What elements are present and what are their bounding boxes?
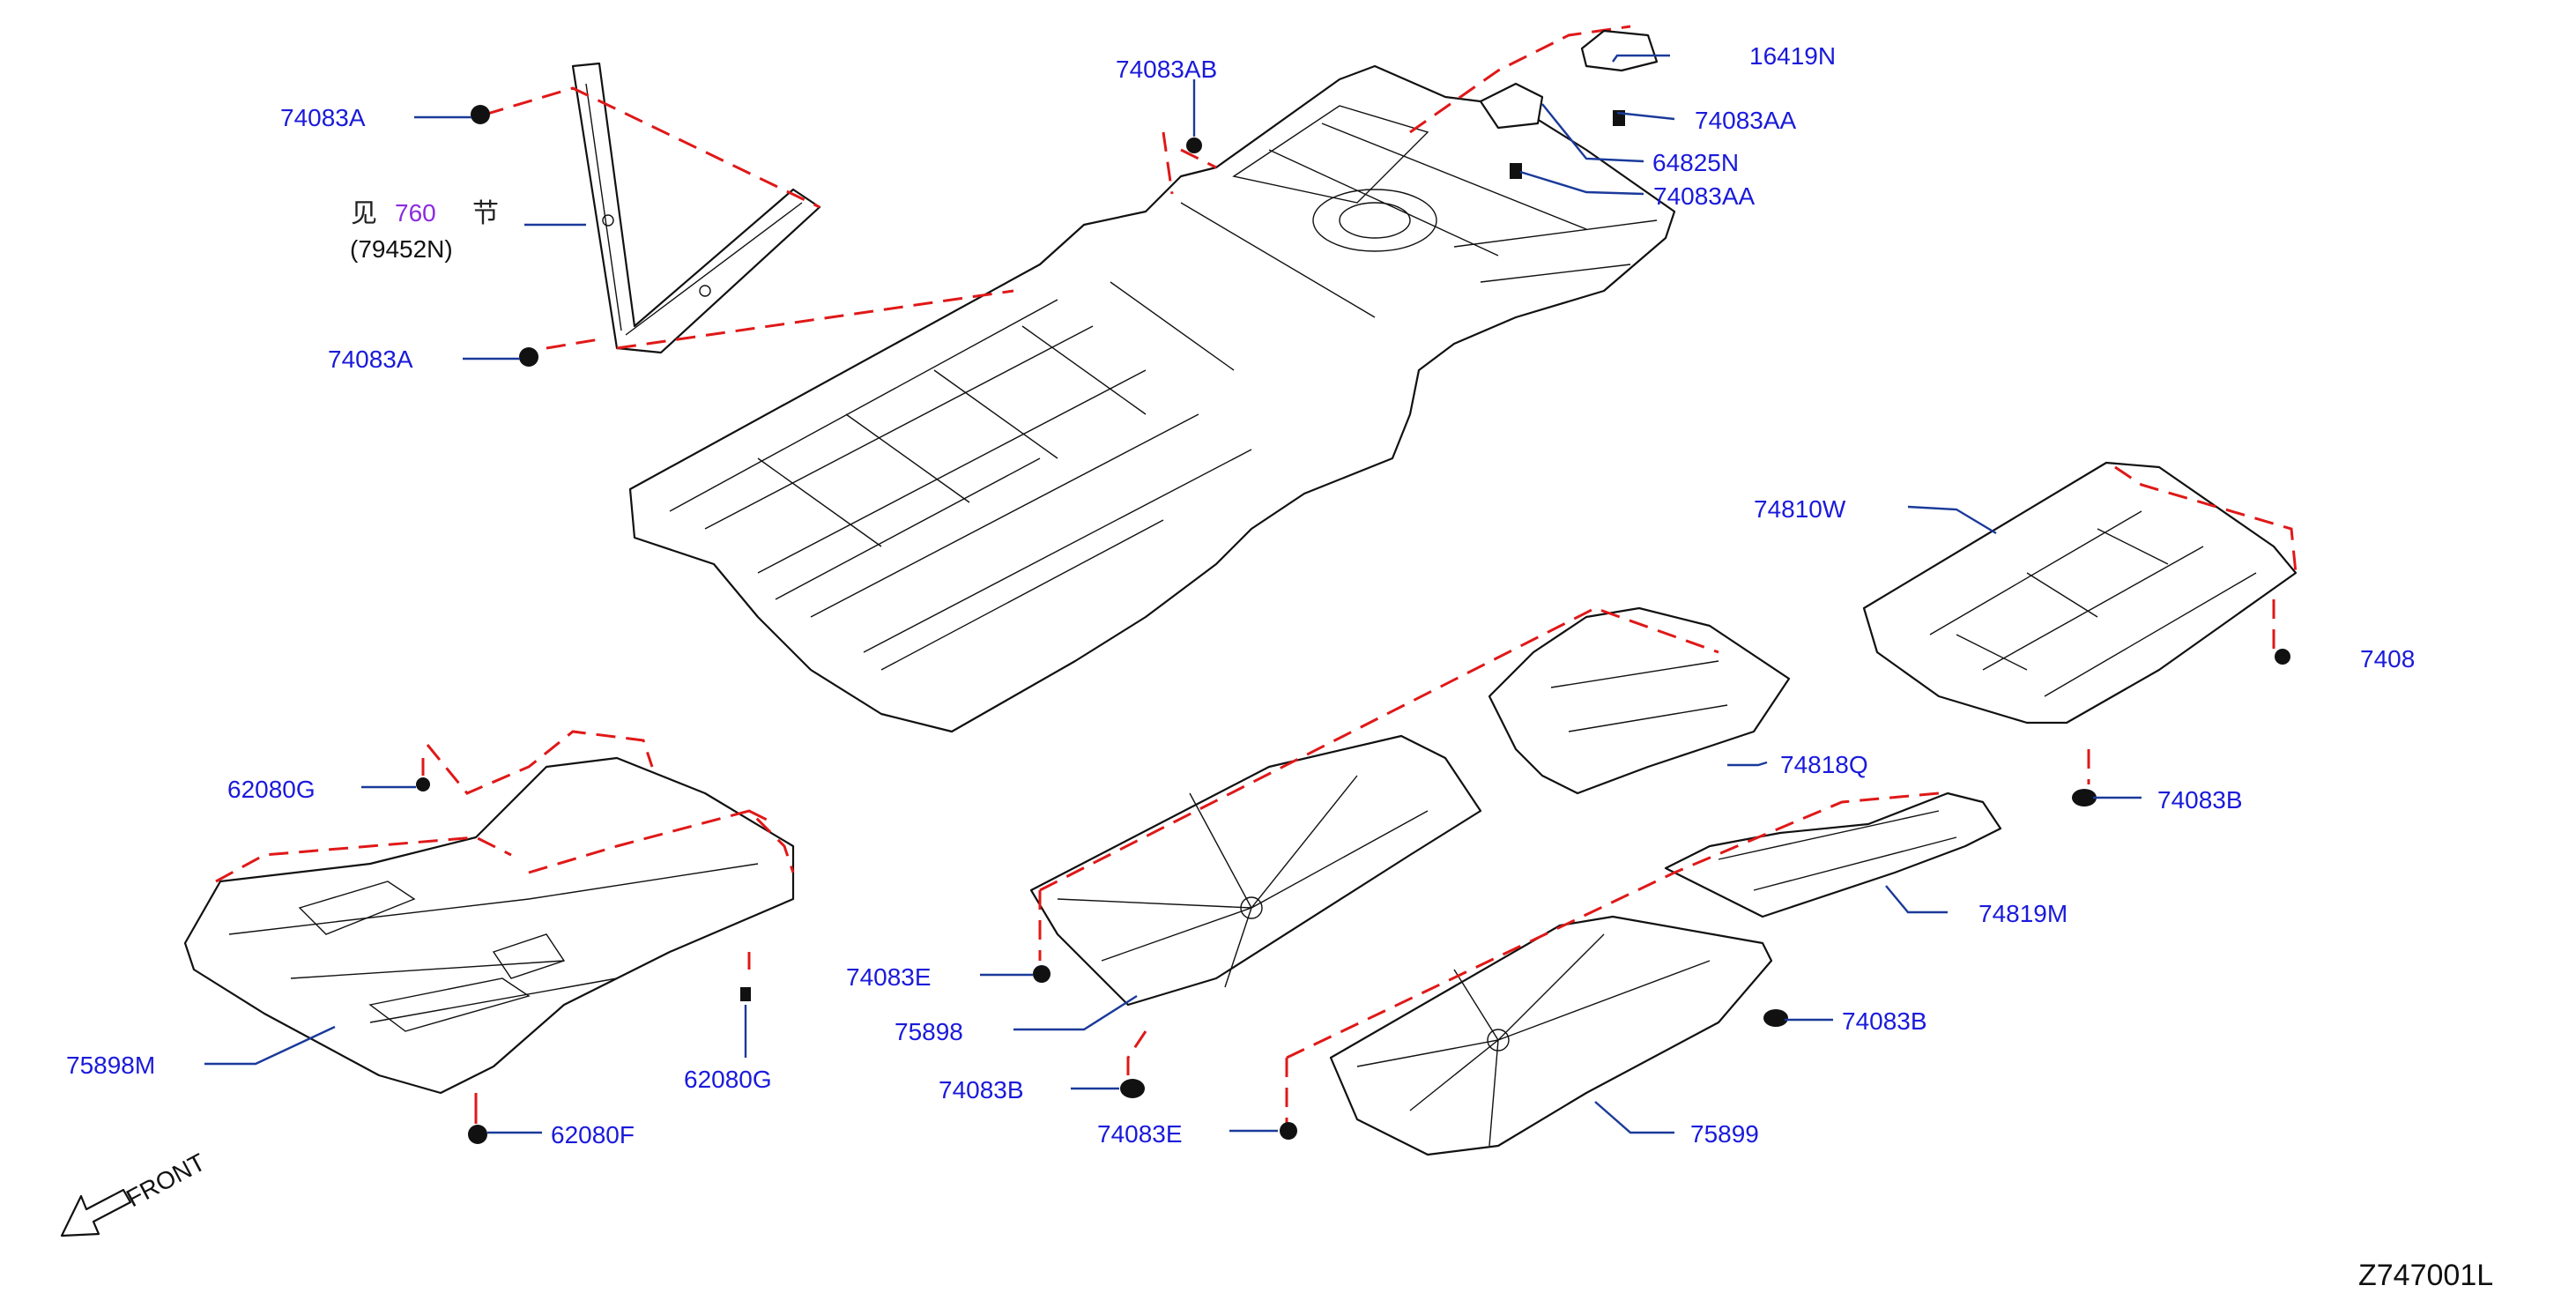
label-74818q: 74818Q xyxy=(1780,751,1868,778)
label-74083b-mid: 74083B xyxy=(1842,1007,1927,1035)
bolt-62080f xyxy=(468,1125,487,1144)
front-label: FRONT xyxy=(122,1148,210,1213)
cover-74810w xyxy=(1862,461,2298,725)
label-64825n: 64825N xyxy=(1652,149,1739,176)
label-75898m: 75898M xyxy=(66,1052,155,1079)
cover-74818q xyxy=(1488,606,1791,795)
label-75898: 75898 xyxy=(895,1018,963,1045)
bracket-64825n xyxy=(1479,82,1544,130)
label-74810w: 74810W xyxy=(1754,495,1846,523)
bolt-7408-right xyxy=(2275,649,2290,665)
label-74083ab: 74083AB xyxy=(1116,56,1217,83)
label-74083a-bottom: 74083A xyxy=(328,346,413,373)
bolt-74083a-top xyxy=(471,105,490,124)
label-16419n: 16419N xyxy=(1749,42,1836,70)
label-74083aa-1: 74083AA xyxy=(1695,107,1797,134)
undercover-75898m xyxy=(183,756,795,1095)
label-79452n: (79452N) xyxy=(350,235,453,263)
assembly-lines xyxy=(215,25,2298,1128)
see-section-prefix: 见 xyxy=(351,198,377,229)
part-labels: 74083A 74083A 见 760 节 (79452N) 74083AB 1… xyxy=(66,42,2415,1148)
bolt-62080g-top xyxy=(416,777,430,791)
bolt-74083a-bottom xyxy=(519,347,538,367)
label-74083b-left: 74083B xyxy=(939,1076,1024,1104)
cover-74819m xyxy=(1664,791,2002,918)
label-74083aa-2: 74083AA xyxy=(1653,182,1756,210)
label-7408-right: 7408 xyxy=(2360,645,2415,673)
label-74083a-top: 74083A xyxy=(280,104,366,131)
clip-74083b-left xyxy=(1120,1079,1145,1098)
label-74819m: 74819M xyxy=(1978,900,2067,927)
label-62080g-top: 62080G xyxy=(227,776,316,803)
label-75899: 75899 xyxy=(1690,1120,1759,1148)
label-74083e-bottom: 74083E xyxy=(1097,1120,1183,1148)
clip-74083b-right xyxy=(2072,789,2097,806)
see-section-suffix: 节 xyxy=(472,198,499,229)
floor-pan xyxy=(628,64,1676,733)
bolt-74083aa-2 xyxy=(1510,163,1522,179)
undercover-75899 xyxy=(1329,915,1773,1156)
label-74083e-top: 74083E xyxy=(846,963,932,991)
label-74083b-right: 74083B xyxy=(2157,786,2243,814)
label-62080g-bottom: 62080G xyxy=(684,1066,772,1093)
bolt-74083e-bottom xyxy=(1280,1122,1297,1140)
bolt-74083ab xyxy=(1186,137,1202,153)
undercover-75898 xyxy=(1029,734,1482,1007)
see-section-number: 760 xyxy=(395,199,436,227)
drawing-number: Z747001L xyxy=(2358,1259,2493,1292)
clip-74083b-mid xyxy=(1763,1009,1788,1027)
bracket-79452n xyxy=(571,62,821,354)
bolt-62080g-bottom xyxy=(740,987,751,1001)
label-62080f: 62080F xyxy=(551,1121,635,1148)
bolt-74083e-top xyxy=(1033,965,1050,983)
leader-lines xyxy=(204,54,2142,1134)
bracket-16419n xyxy=(1580,29,1659,72)
front-arrow: FRONT xyxy=(60,1148,210,1237)
